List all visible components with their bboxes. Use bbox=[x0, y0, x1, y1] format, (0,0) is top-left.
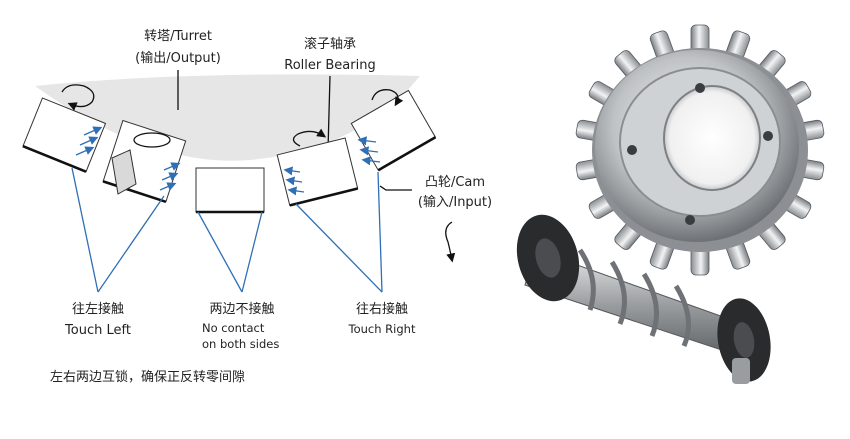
touch-left-sublabel: Touch Left bbox=[64, 323, 131, 338]
roller-card-4 bbox=[276, 137, 359, 207]
touch-left-lines bbox=[71, 167, 165, 293]
bolt-hole-1 bbox=[627, 145, 637, 155]
contact-arrows-1 bbox=[75, 126, 103, 156]
cam-rotation-arrow bbox=[445, 221, 456, 263]
roller-card-3 bbox=[195, 167, 265, 214]
no-contact-sublabel-2: on both sides bbox=[202, 337, 279, 351]
left-end-roller bbox=[516, 214, 580, 302]
no-contact-lines bbox=[197, 211, 263, 293]
touch-left-label: 往左接触 bbox=[72, 301, 124, 317]
rotation-arrow-5 bbox=[371, 89, 404, 107]
cam-label: 凸轮/Cam bbox=[425, 175, 485, 190]
touch-right-label: 往右接触 bbox=[356, 301, 408, 317]
rotation-arrow-2 bbox=[133, 132, 171, 148]
rotation-arrow-1 bbox=[61, 84, 95, 111]
bolt-hole-3 bbox=[763, 131, 773, 141]
contact-arrows-4 bbox=[283, 166, 305, 196]
product-photo bbox=[516, 24, 825, 384]
bearing-sublabel: Roller Bearing bbox=[284, 58, 375, 73]
right-end-roller bbox=[717, 298, 771, 384]
bearing-pointer bbox=[327, 75, 331, 151]
cam-piece bbox=[111, 149, 137, 195]
no-contact-label: 两边不接触 bbox=[209, 301, 274, 317]
turret-label: 转塔/Turret bbox=[144, 29, 212, 44]
touch-right-sublabel: Touch Right bbox=[348, 322, 416, 336]
cam-pointer bbox=[379, 185, 412, 191]
cam-sublabel: (输入/Input) bbox=[418, 194, 492, 210]
touch-right-lines bbox=[295, 171, 383, 293]
contact-arrows-2 bbox=[159, 162, 181, 191]
bearing-label: 滚子轴承 bbox=[304, 36, 356, 52]
no-contact-sublabel-1: No contact bbox=[202, 321, 265, 335]
bolt-hole-2 bbox=[695, 83, 705, 93]
bolt-hole-4 bbox=[685, 215, 695, 225]
contact-arrows-5 bbox=[357, 136, 381, 166]
turret-sublabel: (输出/Output) bbox=[135, 50, 221, 66]
rotation-arrow-4 bbox=[292, 128, 327, 147]
caption: 左右两边互锁，确保正反转零间隙 bbox=[50, 369, 245, 385]
turret-bore bbox=[663, 85, 761, 191]
